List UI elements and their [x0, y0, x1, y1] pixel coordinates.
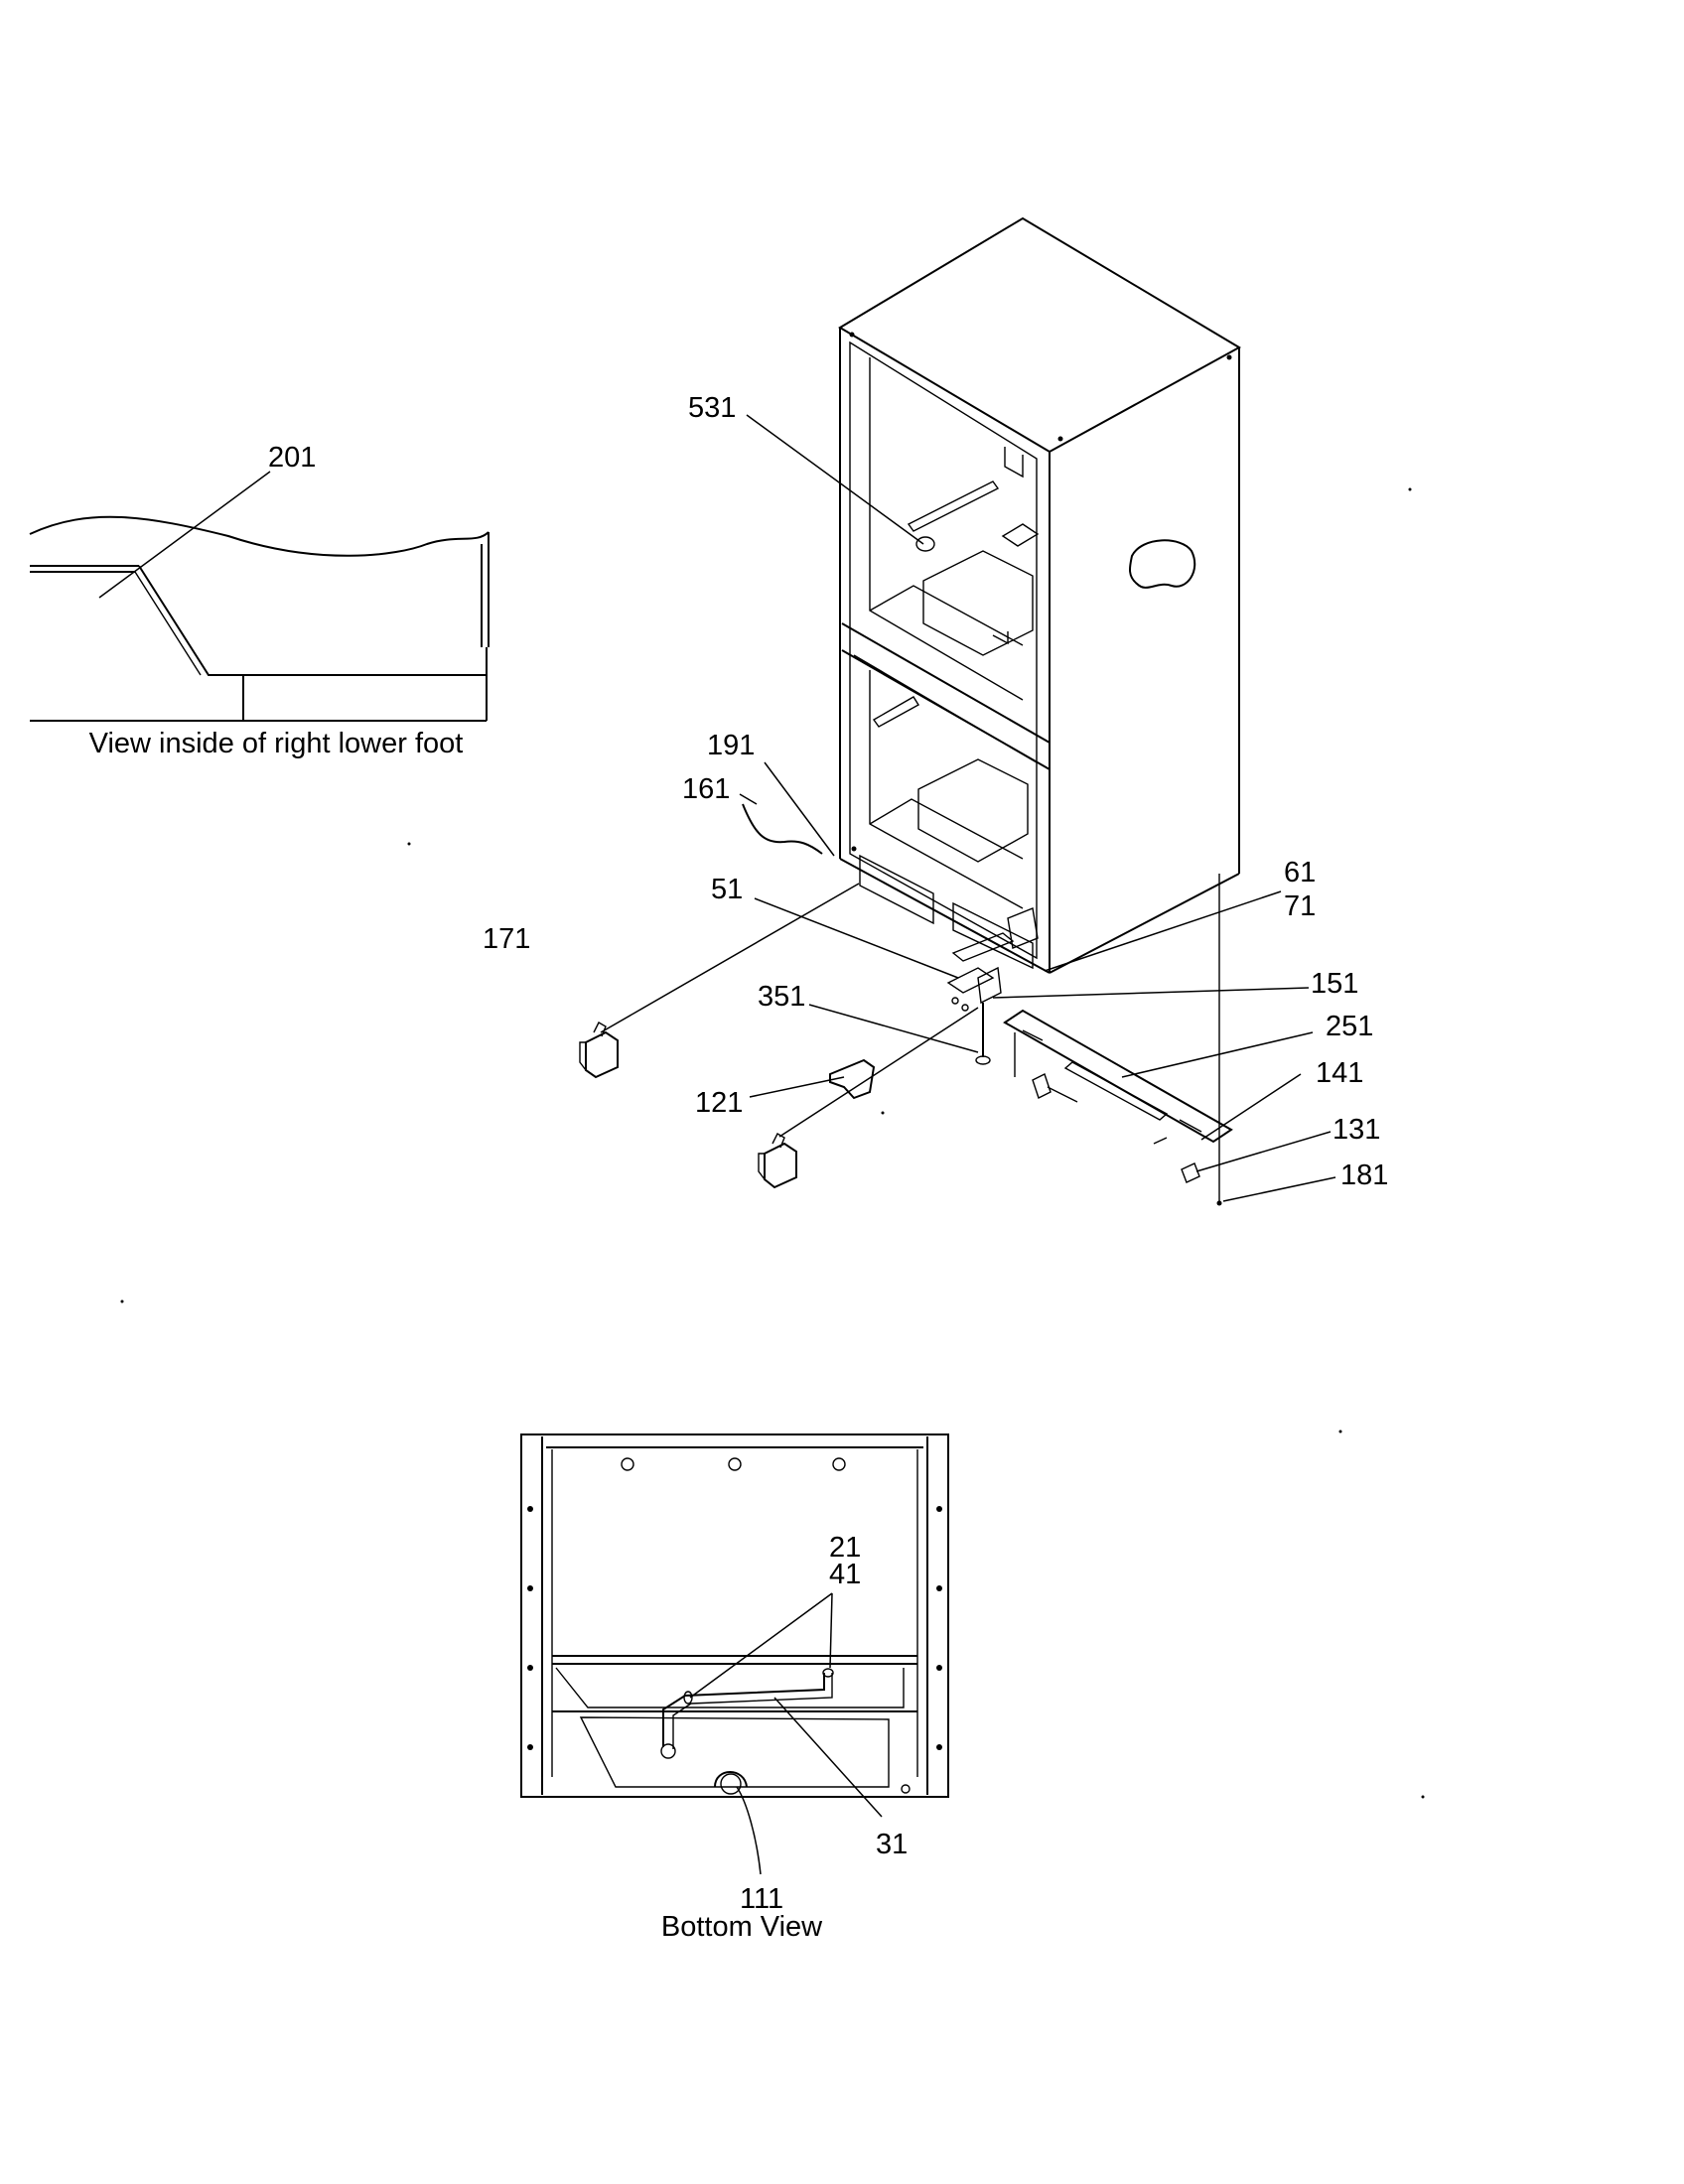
- screw-and-sleeve: [1032, 874, 1222, 1206]
- callout-71: 71: [1284, 890, 1316, 922]
- callout-171: 171: [483, 923, 530, 955]
- callout-51: 51: [711, 874, 743, 905]
- callout-531: 531: [688, 392, 736, 424]
- bottom-view-caption: Bottom View: [661, 1911, 823, 1943]
- lower-hinge-parts: [946, 907, 1039, 1065]
- callout-41: 41: [829, 1559, 861, 1590]
- callout-201: 201: [268, 442, 316, 474]
- inset-foot-view: [29, 471, 490, 722]
- callout-251: 251: [1326, 1011, 1373, 1042]
- refrigerator-cabinet: [838, 216, 1242, 974]
- callout-141: 141: [1316, 1057, 1363, 1089]
- power-cord: [742, 803, 823, 855]
- callout-191: 191: [707, 730, 755, 761]
- toe-plate: [1003, 1009, 1233, 1144]
- callout-181: 181: [1340, 1160, 1388, 1191]
- callout-111: 111: [740, 1883, 783, 1915]
- leveling-leg-left: [579, 1022, 619, 1079]
- bracket-121: [829, 1058, 876, 1100]
- callout-31: 31: [876, 1829, 908, 1860]
- inset-caption: View inside of right lower foot: [89, 728, 464, 759]
- callout-61: 61: [1284, 857, 1316, 888]
- leveling-leg-right: [758, 1133, 797, 1189]
- callout-131: 131: [1333, 1114, 1380, 1146]
- callout-151: 151: [1311, 968, 1358, 1000]
- callout-351: 351: [758, 981, 805, 1013]
- callout-21: 21: [829, 1532, 861, 1564]
- callout-161: 161: [682, 773, 730, 805]
- bottom-view: [520, 1433, 949, 1875]
- callout-121: 121: [695, 1087, 743, 1119]
